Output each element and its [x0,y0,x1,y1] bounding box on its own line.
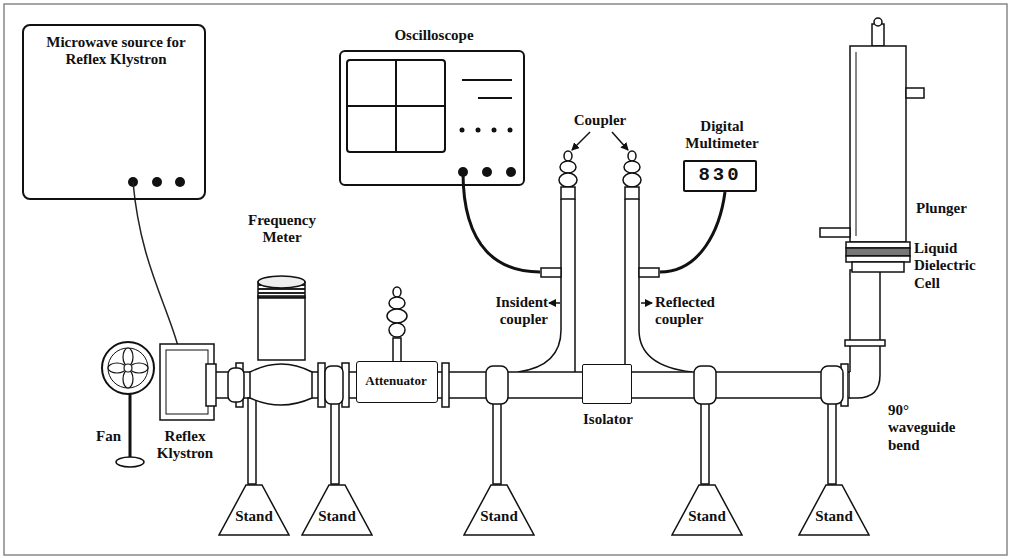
source-box: Microwave source for Reflex Klystron [22,24,206,200]
stand-base: Stand [798,484,870,536]
multimeter-display: Digital Multimeter830 [683,160,757,192]
frequency-meter-label: Frequency Meter [242,212,322,247]
node-text: Microwave source for Reflex Klystron [30,34,202,69]
stand-base: Stand [301,484,373,536]
node-text: Isolator [563,411,653,428]
node-text: Stand [465,508,533,525]
node-text: Oscilloscope [359,27,509,44]
dielectric-cell-label: Liquid Dielectric Cell [914,240,1004,292]
reflected-coupler-label: Reflected coupler [655,294,745,329]
oscilloscope-box: Oscilloscope [339,50,525,186]
node-text: Stand [673,508,741,525]
coupler-label: Coupler [560,112,640,129]
stand-base: Stand [671,484,743,536]
klystron-label: Reflex Klystron [150,428,220,463]
plunger-label: Plunger [916,200,996,217]
node-text: Stand [800,508,868,525]
stand-base: Stand [463,484,535,536]
stand-base: Stand [218,484,290,536]
node-text: Stand [220,508,288,525]
digital-readout: 830 [687,165,753,187]
waveguide-bend-label: 90° waveguide bend [888,402,978,454]
incident-coupler-label: Insident coupler [478,294,548,329]
multimeter-label: Digital Multimeter [667,118,777,153]
node-text: Stand [303,508,371,525]
node-text: Attenuator [359,374,433,389]
fan-label: Fan [96,428,136,445]
isolator-box: Isolator [582,364,632,404]
attenuator-box: Attenuator [356,361,438,403]
